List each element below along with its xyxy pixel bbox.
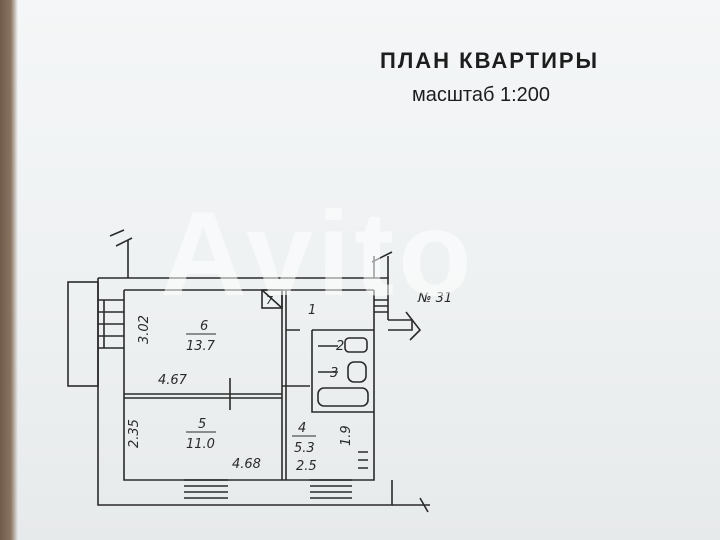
toilet — [347, 361, 367, 383]
room-5-width: 4.68 — [232, 457, 261, 472]
right-hatch — [374, 299, 388, 313]
sink — [344, 337, 368, 353]
window-room-5 — [184, 479, 228, 499]
apartment-annotation: № 31 — [417, 291, 452, 306]
room-3-number: 3 — [330, 366, 338, 381]
room-6-width: 4.67 — [158, 373, 188, 388]
wall-break-top-left — [109, 229, 133, 278]
room-7-box — [261, 289, 283, 309]
paper-edge — [0, 0, 18, 540]
room-5-number: 5 — [198, 417, 206, 432]
window-right — [358, 451, 368, 469]
break-mark-right — [405, 311, 422, 341]
bath-leaders — [318, 345, 338, 373]
watermark: Avito — [160, 187, 476, 321]
room-7-number: 7 — [266, 294, 273, 307]
room-4-area: 5.3 — [294, 441, 315, 456]
room-4-width: 2.5 — [296, 459, 317, 474]
partition-vertical — [281, 290, 287, 480]
room-1-number: 1 — [308, 303, 316, 318]
plan-scale: масштаб 1:200 — [412, 84, 551, 106]
balcony-hatch — [98, 299, 124, 349]
break-mark-bottom — [392, 497, 430, 513]
room-6-area: 13.7 — [186, 339, 216, 354]
window-room-4 — [310, 479, 352, 499]
room-5-height: 2.35 — [127, 419, 142, 448]
room-4-height: 1.9 — [339, 425, 354, 446]
partition-6-5 — [124, 393, 282, 399]
door-marks — [229, 329, 310, 410]
balcony — [67, 281, 99, 387]
room-6-height: 3.02 — [137, 315, 152, 344]
room-2-number: 2 — [336, 339, 344, 354]
room-5-area: 11.0 — [186, 437, 215, 452]
bathroom-wall — [311, 329, 374, 413]
plan-title: ПЛАН КВАРТИРЫ — [380, 48, 600, 73]
room-7-diagonal — [261, 289, 283, 309]
room-6-number: 6 — [200, 319, 208, 334]
room-4-number: 4 — [298, 421, 306, 436]
wall-break-top-right — [371, 251, 393, 278]
bathtub — [317, 387, 369, 407]
inner-wall — [123, 289, 375, 481]
right-stub — [388, 319, 413, 331]
